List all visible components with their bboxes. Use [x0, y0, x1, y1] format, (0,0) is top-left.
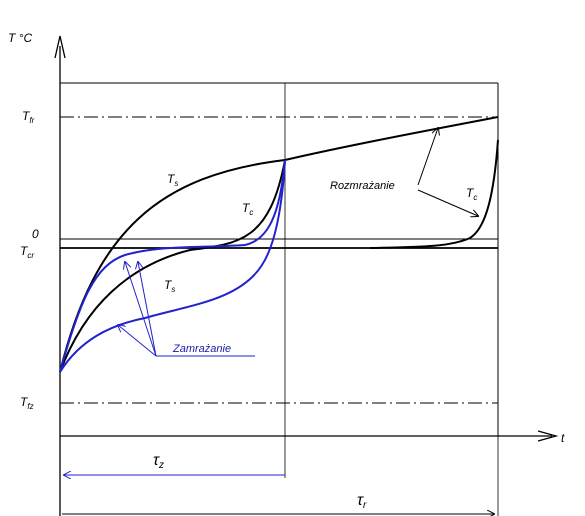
y-axis-arrow — [54, 35, 66, 59]
x-axis-arrow — [537, 430, 559, 442]
curve-label-tc-mid: Tc — [242, 201, 253, 217]
curve-label-tc-right: Tc — [466, 186, 477, 202]
y-axis-label: T °C — [8, 31, 32, 45]
tau-r-label: τr — [357, 492, 367, 511]
tc-freezing-curve-blue — [59, 159, 286, 373]
curve-label-ts-upper: Ts — [167, 172, 178, 188]
freezing-leader-2 — [138, 262, 157, 357]
curve-label-ts-lower: Ts — [164, 278, 175, 294]
level-label-cr: Tcr — [20, 244, 34, 260]
tc-thawing-curve — [369, 139, 499, 249]
freezing-leader-3 — [118, 325, 157, 357]
thawing-leader-to-tc — [417, 189, 478, 216]
freezing-leader-1 — [125, 262, 157, 357]
level-label-fz: Tfz — [20, 395, 34, 411]
tau-z-label: τz — [153, 452, 164, 471]
thawing-leader-to-ts — [417, 128, 438, 186]
ts-curve-upper — [59, 116, 499, 373]
ts-curve-lower — [59, 159, 286, 373]
level-label-zero: 0 — [32, 227, 39, 241]
level-label-fr: Tfr — [22, 109, 35, 125]
thawing-annotation: Rozmrażanie — [330, 180, 395, 192]
ts-freezing-curve-blue — [59, 159, 286, 373]
freezing-annotation: Zamrażanie — [172, 343, 231, 355]
x-axis-label: t — [561, 431, 565, 445]
